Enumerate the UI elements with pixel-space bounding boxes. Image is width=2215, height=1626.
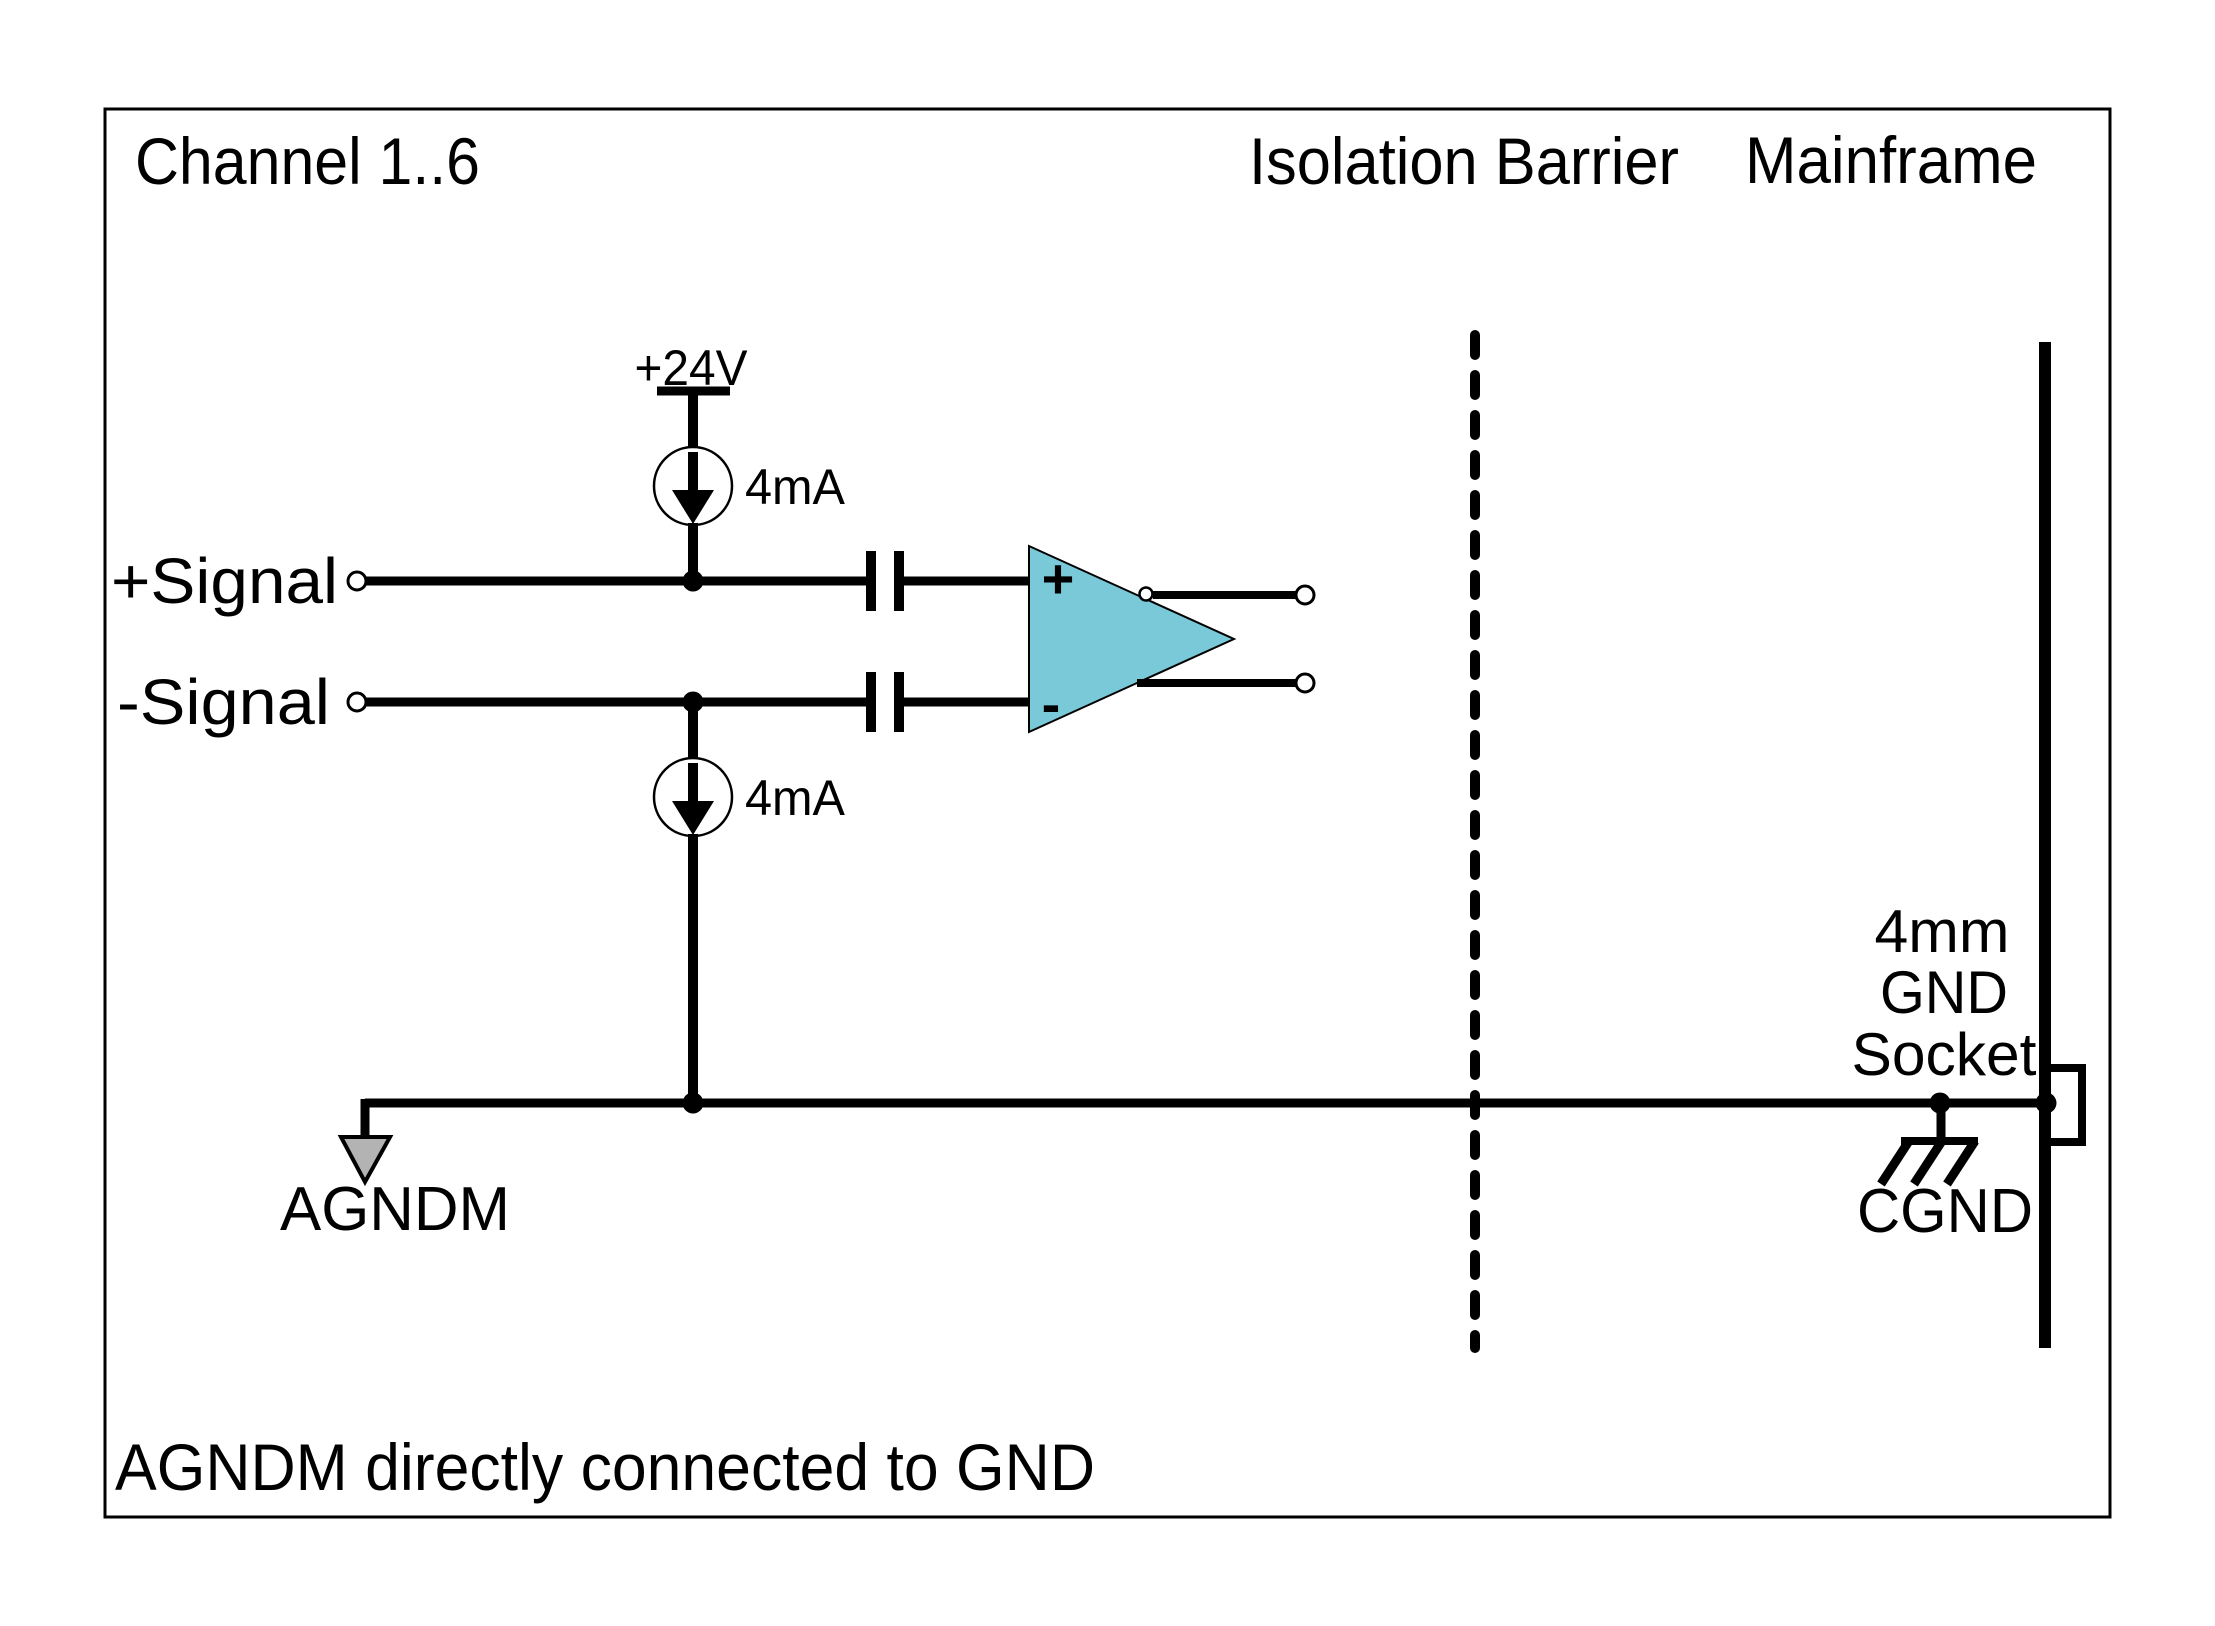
current-source-bottom: 4mA xyxy=(652,702,846,1103)
current-source-top: 4mA xyxy=(652,445,846,581)
minus-signal-terminal xyxy=(346,691,368,713)
cgnd-hatch-middle xyxy=(1910,1138,1946,1187)
junction-dot-plus-signal xyxy=(682,570,704,592)
opamp-output-top-node xyxy=(1138,586,1154,602)
opamp-inverting-sign: - xyxy=(1042,672,1061,735)
junction-dot-mainframe xyxy=(2035,1092,2057,1114)
current-source-bottom-value: 4mA xyxy=(745,770,846,826)
junction-dot-bus-left xyxy=(682,1092,704,1114)
output-terminal-bottom xyxy=(1294,672,1316,694)
minus-signal-label: -Signal xyxy=(117,666,330,738)
mainframe-wall-group: 4mm GND Socket xyxy=(1852,342,2086,1348)
cgnd-hatch-right xyxy=(1943,1138,1979,1187)
gnd-socket-label-line3: Socket xyxy=(1852,1021,2037,1088)
current-source-bottom-arrowhead-icon xyxy=(672,801,714,835)
junction-dot-minus-signal xyxy=(682,691,704,713)
plus-signal-row: +Signal xyxy=(111,545,1029,617)
agndm-label: AGNDM xyxy=(280,1175,510,1244)
ground-bus: AGNDM xyxy=(280,1098,2045,1244)
schematic-frame xyxy=(103,107,2112,1519)
junction-dot-cgnd xyxy=(1929,1092,1951,1114)
isolation-barrier-title: Isolation Barrier xyxy=(1249,124,1679,198)
cgnd-label: CGND xyxy=(1857,1177,2033,1246)
gnd-socket-label-line2: GND xyxy=(1880,959,2008,1026)
opamp-noninverting-sign: + xyxy=(1042,547,1075,610)
minus-signal-row: -Signal xyxy=(117,666,1029,738)
current-source-top-arrowhead-icon xyxy=(672,490,714,524)
plus-signal-label: +Signal xyxy=(111,545,338,617)
opamp-triangle xyxy=(1028,544,1237,734)
plus-signal-terminal xyxy=(346,570,368,592)
mainframe-title: Mainframe xyxy=(1745,123,2037,197)
channel-title: Channel 1..6 xyxy=(135,124,480,198)
cgnd-hatch-left xyxy=(1877,1138,1913,1187)
gnd-socket-label-line1: 4mm xyxy=(1875,898,2010,965)
output-terminal-top xyxy=(1294,584,1316,606)
cgnd-chassis-ground: CGND xyxy=(1857,1103,2033,1246)
header: Channel 1..6 Isolation Barrier Mainframe xyxy=(135,123,2037,198)
footnote-text: AGNDM directly connected to GND xyxy=(115,1430,1095,1504)
gnd-socket-bracket-icon xyxy=(2045,1064,2086,1146)
current-source-top-value: 4mA xyxy=(745,459,846,515)
opamp: + - xyxy=(1028,544,1316,735)
supply-rail: +24V xyxy=(635,340,748,450)
agndm-ground-arrow-icon xyxy=(337,1135,394,1187)
